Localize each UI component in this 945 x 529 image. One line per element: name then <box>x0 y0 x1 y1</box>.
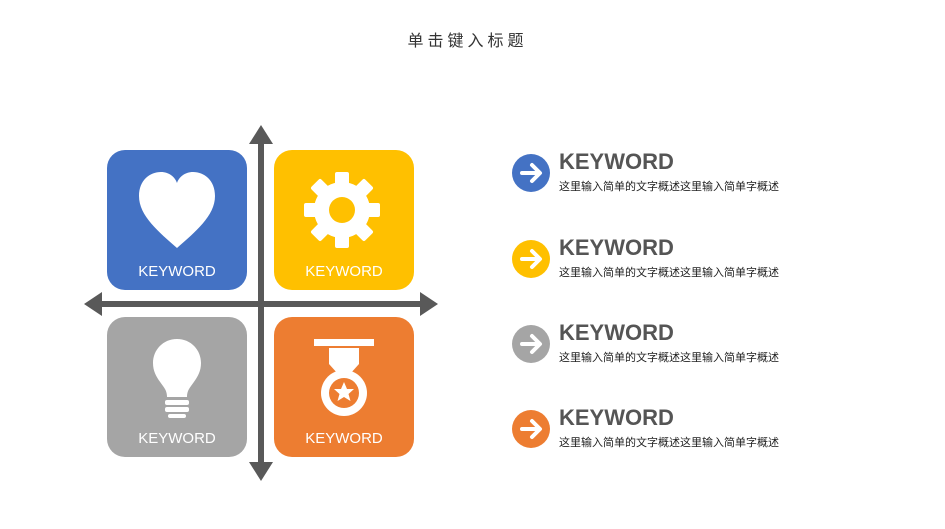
list-item: KEYWORD 这里输入简单的文字概述这里输入简单字概述 <box>512 235 842 287</box>
quadrant-axes <box>84 125 438 481</box>
quadrant-tile-lightbulb: KEYWORD <box>107 317 247 457</box>
arrow-right-circle-icon <box>512 325 550 363</box>
heart-icon <box>139 172 215 248</box>
list-item: KEYWORD 这里输入简单的文字概述这里输入简单字概述 <box>512 320 842 372</box>
item-description: 这里输入简单的文字概述这里输入简单字概述 <box>559 266 779 279</box>
item-keyword: KEYWORD <box>559 235 674 260</box>
item-keyword: KEYWORD <box>559 405 674 430</box>
arrow-right-circle-icon <box>512 240 550 278</box>
quadrant-tile-heart: KEYWORD <box>107 150 247 290</box>
tile-label: KEYWORD <box>305 263 383 280</box>
lightbulb-icon <box>153 339 201 418</box>
arrow-up-icon <box>249 125 273 144</box>
page-title: 单击键入标题 <box>407 31 528 50</box>
item-keyword: KEYWORD <box>559 320 674 345</box>
arrow-right-circle-icon <box>512 410 550 448</box>
gear-icon <box>304 172 380 248</box>
item-description: 这里输入简单的文字概述这里输入简单字概述 <box>559 436 779 449</box>
medal-icon <box>314 339 374 416</box>
quadrant-tile-medal: KEYWORD <box>274 317 414 457</box>
arrow-right-icon <box>420 292 438 316</box>
tile-label: KEYWORD <box>138 430 216 447</box>
item-keyword: KEYWORD <box>559 149 674 174</box>
arrow-left-icon <box>84 292 102 316</box>
quadrant-tile-gear: KEYWORD <box>274 150 414 290</box>
list-item: KEYWORD 这里输入简单的文字概述这里输入简单字概述 <box>512 149 842 201</box>
arrow-right-circle-icon <box>512 154 550 192</box>
arrow-down-icon <box>249 462 273 481</box>
list-item: KEYWORD 这里输入简单的文字概述这里输入简单字概述 <box>512 405 842 457</box>
tile-label: KEYWORD <box>305 430 383 447</box>
item-description: 这里输入简单的文字概述这里输入简单字概述 <box>559 180 779 193</box>
tile-label: KEYWORD <box>138 263 216 280</box>
item-description: 这里输入简单的文字概述这里输入简单字概述 <box>559 351 779 364</box>
